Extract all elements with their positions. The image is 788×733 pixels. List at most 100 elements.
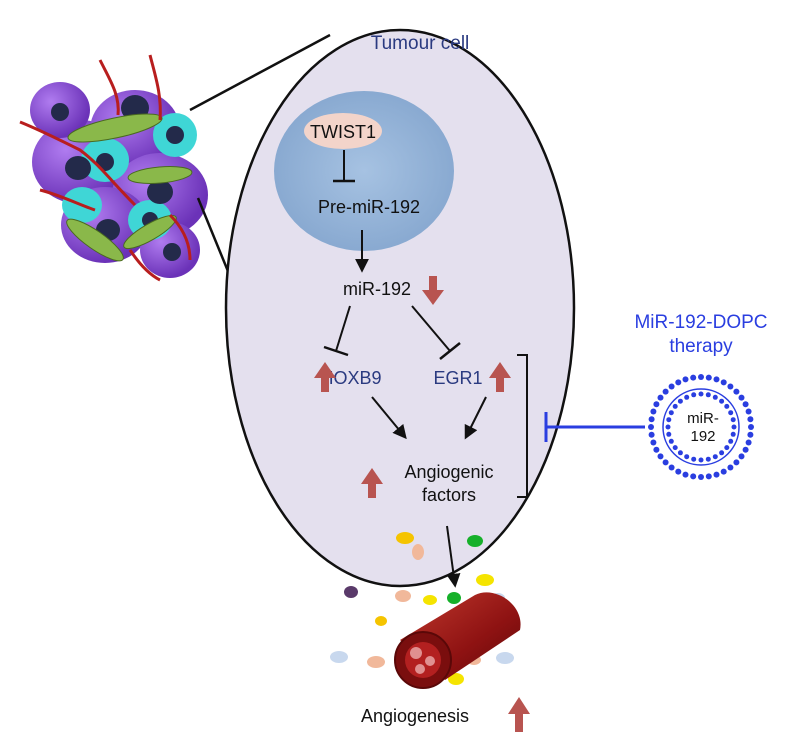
lipid-head bbox=[648, 416, 655, 423]
twist1-box bbox=[304, 113, 382, 149]
lipid-head bbox=[724, 403, 730, 409]
lipid-head bbox=[738, 453, 745, 460]
lipid-head bbox=[668, 410, 674, 416]
lipid-head bbox=[690, 473, 697, 480]
inhibition-egr1-bar bbox=[439, 342, 461, 360]
lipid-head bbox=[747, 416, 754, 423]
lipid-head bbox=[648, 431, 655, 438]
inhibition-hoxb9-bar bbox=[323, 345, 349, 357]
lipid-head bbox=[712, 454, 718, 460]
lipid-head bbox=[650, 439, 657, 446]
lipid-head bbox=[730, 417, 736, 423]
lipid-head bbox=[682, 376, 689, 383]
liposome-label-line2: 192 bbox=[690, 428, 715, 445]
lipid-head bbox=[719, 450, 725, 456]
inhibition-hoxb9 bbox=[335, 305, 351, 352]
inhibition-egr1 bbox=[411, 305, 451, 352]
lipid-head bbox=[705, 473, 712, 480]
lipid-head bbox=[742, 446, 749, 453]
lipid-head bbox=[662, 459, 669, 466]
therapy-label-line1: MiR-192-DOPC bbox=[634, 312, 767, 333]
lipid-head bbox=[691, 392, 697, 398]
lipid-head bbox=[742, 401, 749, 408]
lipid-head bbox=[662, 388, 669, 395]
cell-label: Tumour cell bbox=[371, 33, 470, 54]
lipid-head bbox=[684, 394, 690, 400]
tumour-mass-illustration bbox=[19, 54, 208, 282]
liposome-label-line1: miR- bbox=[687, 410, 719, 427]
lipid-head bbox=[675, 379, 682, 386]
lipid-head bbox=[675, 468, 682, 475]
angiogenesis-label: Angiogenesis bbox=[361, 706, 469, 726]
lipid-head bbox=[665, 424, 671, 430]
lipid-head bbox=[682, 471, 689, 478]
lipid-head bbox=[653, 401, 660, 408]
lipid-head bbox=[705, 392, 711, 398]
up-arrow-icon bbox=[361, 468, 383, 498]
lipid-head bbox=[712, 394, 718, 400]
lipid-head bbox=[738, 394, 745, 401]
lipid-head bbox=[698, 391, 704, 397]
lipid-head bbox=[713, 471, 720, 478]
lipid-head bbox=[728, 410, 734, 416]
lipid-head bbox=[727, 464, 734, 471]
arrow-factors-to-vessel bbox=[446, 525, 461, 588]
twist1-label: TWIST1 bbox=[310, 122, 376, 142]
therapy-label-line2: therapy bbox=[669, 336, 733, 357]
lipid-head bbox=[733, 388, 740, 395]
up-arrow-icon bbox=[314, 362, 336, 392]
up-arrow-icon bbox=[508, 697, 530, 732]
zoom-line-top bbox=[189, 33, 331, 112]
lipid-head bbox=[672, 403, 678, 409]
lipid-head bbox=[690, 374, 697, 381]
lipid-head bbox=[698, 474, 704, 480]
angiogenic-label-line1: Angiogenic bbox=[404, 462, 493, 482]
lipid-head bbox=[668, 438, 674, 444]
blood-vessel-icon bbox=[394, 592, 521, 689]
lipid-head bbox=[745, 439, 752, 446]
up-arrow-icon bbox=[489, 362, 511, 392]
lipid-head bbox=[720, 379, 727, 386]
lipid-head bbox=[648, 424, 654, 430]
lipid-head bbox=[677, 398, 683, 404]
lipid-head bbox=[720, 468, 727, 475]
lipid-head bbox=[684, 454, 690, 460]
lipid-head bbox=[666, 431, 672, 437]
lipid-head bbox=[713, 376, 720, 383]
nucleus bbox=[274, 91, 454, 251]
angiogenic-label-line2: factors bbox=[422, 485, 476, 505]
lipid-head bbox=[719, 398, 725, 404]
lipid-head bbox=[745, 408, 752, 415]
hoxb9-label: HOXB9 bbox=[320, 368, 381, 388]
arrow-hoxb9-to-factors bbox=[371, 396, 407, 440]
lipid-head bbox=[657, 453, 664, 460]
liposome-icon bbox=[648, 374, 754, 480]
lipid-head bbox=[666, 417, 672, 423]
bracket bbox=[517, 354, 528, 498]
lipid-head bbox=[731, 424, 737, 430]
lipid-head bbox=[677, 450, 683, 456]
lipid-head bbox=[668, 383, 675, 390]
lipid-head bbox=[698, 374, 704, 380]
arrow-egr1-to-factors bbox=[464, 396, 487, 440]
lipid-head bbox=[730, 431, 736, 437]
lipid-head bbox=[728, 438, 734, 444]
pre-mir-label: Pre-miR-192 bbox=[318, 197, 420, 217]
lipid-head bbox=[668, 464, 675, 471]
lipid-head bbox=[691, 456, 697, 462]
lipid-head bbox=[698, 457, 704, 463]
lipid-head bbox=[724, 445, 730, 451]
down-arrow-icon bbox=[422, 276, 444, 305]
lipid-head bbox=[672, 445, 678, 451]
lipid-head bbox=[705, 374, 712, 381]
lipid-head bbox=[657, 394, 664, 401]
egr1-label: EGR1 bbox=[433, 368, 482, 388]
lipid-head bbox=[650, 408, 657, 415]
mir192-label: miR-192 bbox=[343, 279, 411, 299]
lipid-head bbox=[733, 459, 740, 466]
lipid-head bbox=[653, 446, 660, 453]
lipid-head bbox=[747, 431, 754, 438]
lipid-head bbox=[727, 383, 734, 390]
lipid-head bbox=[705, 456, 711, 462]
